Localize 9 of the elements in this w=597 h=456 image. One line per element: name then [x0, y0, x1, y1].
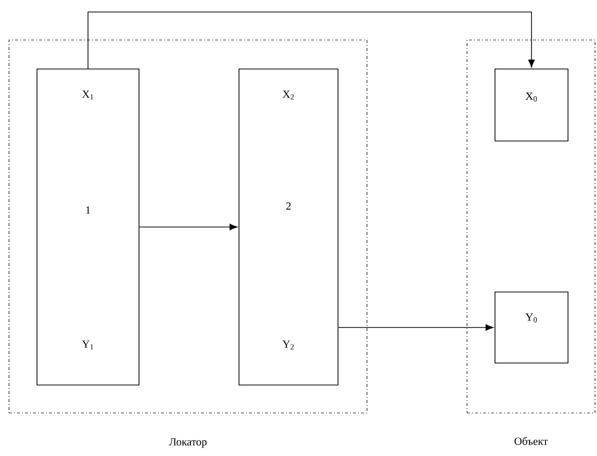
block-box: Y$_{0}$ — [494, 292, 568, 364]
block-box: X$_{2}$ 2 Y$_{2}$ — [238, 68, 338, 386]
arrow — [338, 324, 494, 331]
group-label: Локатор — [169, 438, 207, 448]
arrow — [139, 224, 238, 230]
block-box: X$_{1}$ 1 Y$_{1}$ — [36, 68, 140, 386]
arrow — [88, 12, 535, 69]
group-label: Объект — [514, 437, 548, 445]
block-box: X$_{0}$ — [494, 68, 568, 142]
